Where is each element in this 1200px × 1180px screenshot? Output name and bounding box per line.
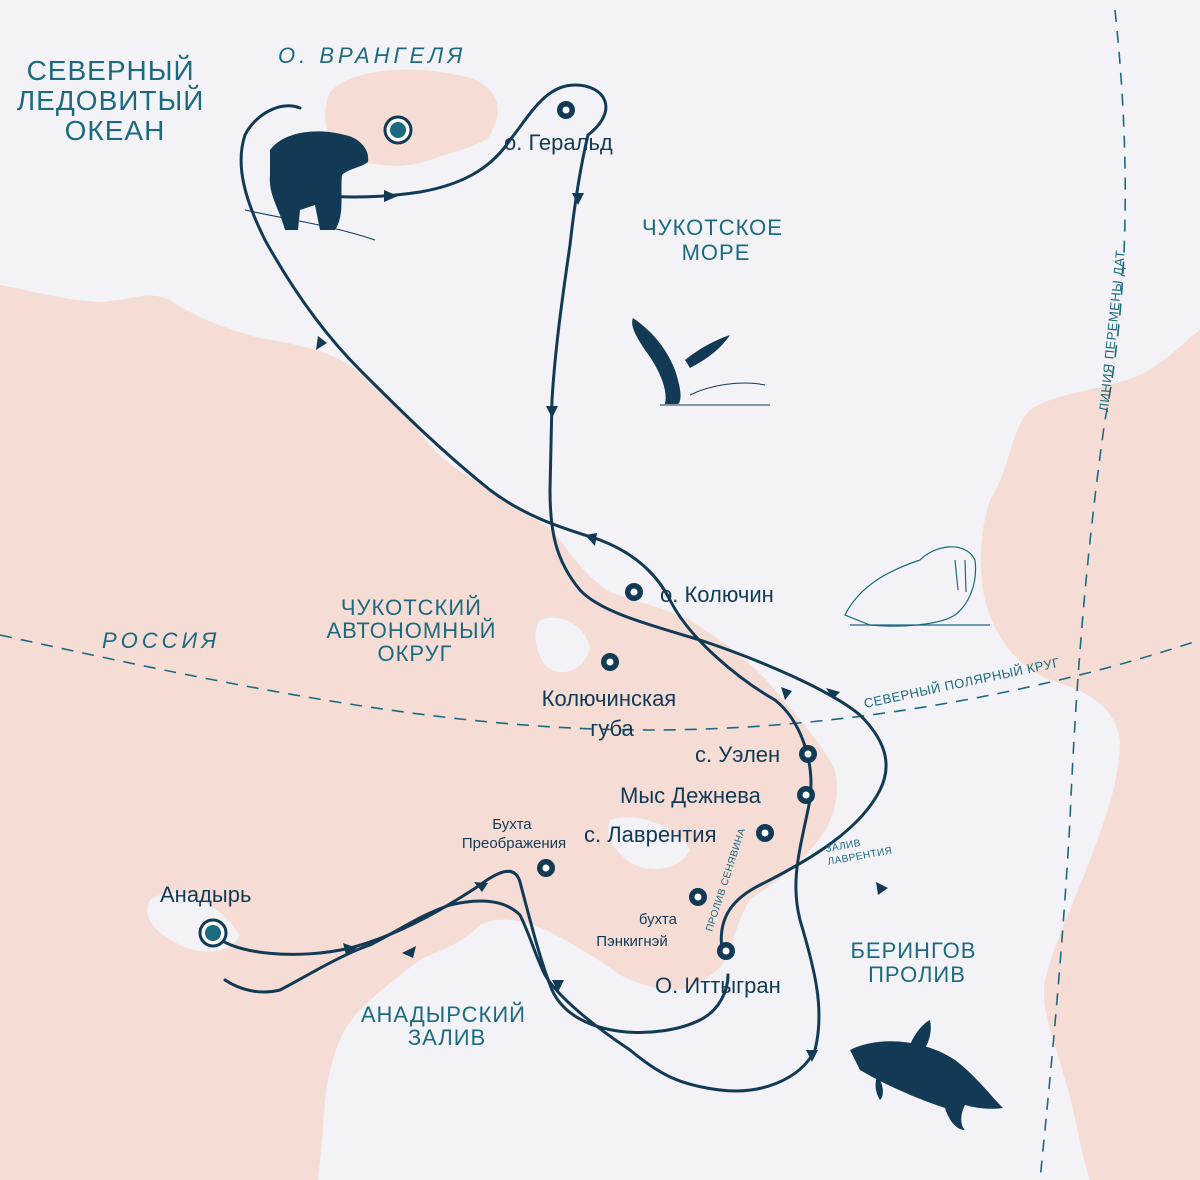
cruise-route: [211, 83, 888, 1093]
marker-kolyuchinskaya: [601, 653, 619, 671]
humpback-whale-icon: [632, 318, 770, 406]
small-island: [1120, 1075, 1180, 1115]
orca-icon: [850, 1020, 1003, 1130]
marker-ittygran: [717, 942, 735, 960]
arrow: [781, 687, 792, 700]
alaska-landmass: [980, 330, 1200, 1180]
place-preobrazheniya: Бухта Преображения: [462, 816, 566, 852]
place-penkigney: бухта Пэнкигнэй: [596, 911, 681, 950]
walrus-icon: [844, 546, 990, 627]
marker-gerald: [557, 101, 575, 119]
route-wrangel-back-south: [223, 104, 821, 1093]
route-anadyr-to-penkigney: [211, 870, 730, 1034]
arctic-ocean-label: СЕВЕРНЫЙ ЛЕДОВИТЫЙ ОКЕАН: [17, 55, 213, 146]
anadyr-gulf-label: АНАДЫРСКИЙ ЗАЛИВ: [361, 1002, 533, 1050]
place-kolyuchin: о. Колючин: [660, 582, 774, 607]
polar-bear-icon: [244, 131, 376, 241]
arrow: [546, 406, 558, 418]
arrow: [806, 1050, 818, 1062]
asia-landmass: [0, 285, 838, 1180]
marker-kolyuchin: [625, 583, 643, 601]
marker-dezhnev: [797, 786, 815, 804]
arrow: [826, 688, 840, 699]
marker-penkigney: [689, 888, 707, 906]
place-dezhnev: Мыс Дежнева: [620, 783, 762, 808]
land-layer: [0, 69, 1200, 1180]
place-uelen: с. Уэлен: [695, 742, 780, 767]
place-anadyr: Анадырь: [160, 882, 251, 907]
marker-anadyr: [198, 918, 228, 948]
russia-label: РОССИЯ: [102, 628, 220, 653]
arrow: [343, 943, 357, 955]
wrangel-label: О. ВРАНГЕЛЯ: [278, 43, 466, 68]
place-ittygran: О. Иттыгран: [655, 973, 781, 998]
wrangel-island: [325, 69, 498, 166]
bering-strait-label: БЕРИНГОВ ПРОЛИВ: [850, 938, 983, 987]
date-line: [1039, 9, 1127, 1180]
arrow: [474, 882, 488, 892]
place-kolyuchinskaya: Колючинская губа: [542, 686, 683, 741]
route-arrows: [316, 190, 888, 1062]
place-gerald: о. Геральд: [504, 130, 613, 155]
arrow: [572, 193, 584, 205]
marker-uelen: [799, 745, 817, 763]
arrow: [552, 980, 564, 992]
arrow: [402, 946, 416, 958]
place-lavrentiya: с. Лаврентия: [584, 822, 716, 847]
arrow: [384, 190, 398, 202]
marker-preobrazheniya: [537, 859, 555, 877]
marker-wrangel: [383, 115, 413, 145]
chukotka-ao-label: ЧУКОТСКИЙ АВТОНОМНЫЙ ОКРУГ: [326, 595, 503, 666]
stop-markers: [198, 101, 817, 960]
arrow: [585, 533, 597, 546]
marker-lavrentiya: [756, 824, 774, 842]
chukchi-sea-label: ЧУКОТСКОЕ МОРЕ: [642, 215, 790, 265]
route-gerald-to-wrangel: [288, 83, 608, 199]
arrow: [316, 336, 327, 350]
arrow: [876, 882, 888, 895]
arctic-circle-line: [0, 634, 1200, 731]
